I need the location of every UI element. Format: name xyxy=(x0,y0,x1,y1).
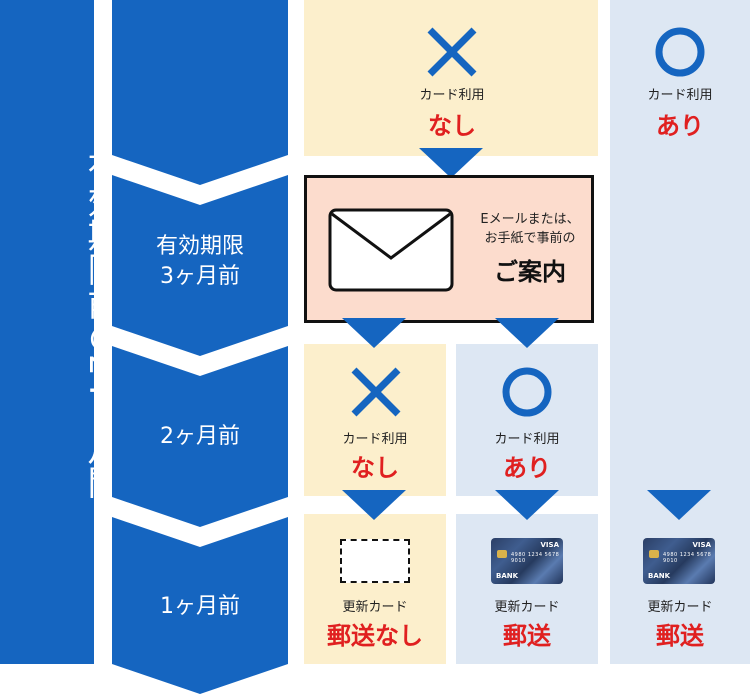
panel-no-use-mid xyxy=(304,344,446,496)
renewal-card-label: 更新カード xyxy=(494,600,560,615)
timeline-step-3 xyxy=(112,346,288,527)
notice-text: Eメールまたは、 お手紙で事前の ご案内 xyxy=(470,208,590,287)
envelope-icon xyxy=(328,208,454,292)
arrow-down-icon xyxy=(342,318,406,348)
card-use-none-value: なし xyxy=(428,112,476,140)
card-use-label: カード利用 xyxy=(419,88,485,103)
card-chip xyxy=(497,550,507,558)
card-use-yes-value: あり xyxy=(656,112,704,140)
no-card-placeholder-icon xyxy=(340,539,410,583)
card-use-label: カード利用 xyxy=(647,88,713,103)
card-use-label: カード利用 xyxy=(342,432,408,447)
renewal-no-mail-value: 郵送なし xyxy=(327,622,423,650)
timeline-step-1 xyxy=(112,0,288,185)
cross-mark-icon xyxy=(351,367,401,417)
notice-title: ご案内 xyxy=(494,258,566,286)
notice-line1: Eメールまたは、 xyxy=(480,212,580,227)
timeline-chevrons xyxy=(112,0,288,694)
cross-mark-icon xyxy=(427,27,477,77)
card-brand: VISA xyxy=(540,541,559,549)
arrow-down-icon xyxy=(647,490,711,520)
card-number: 4980 1234 5678 9010 xyxy=(663,552,712,564)
card-number: 4980 1234 5678 9010 xyxy=(511,552,560,564)
timeline-label-1month: 1ヶ月前 xyxy=(160,594,240,619)
renewal-card-label: 更新カード xyxy=(647,600,713,615)
credit-card-icon: VISA 4980 1234 5678 9010 BANK xyxy=(491,538,563,584)
timeline-step-4 xyxy=(112,517,288,694)
card-bank: BANK xyxy=(648,572,671,580)
card-use-yes-value: あり xyxy=(503,454,551,482)
timeline-label-line2: 3ヶ月前 xyxy=(160,264,240,289)
card-use-none-value: なし xyxy=(351,454,399,482)
timeline-label-3months: 有効期限 3ヶ月前 xyxy=(112,232,288,292)
renewal-mail-value: 郵送 xyxy=(503,622,551,650)
credit-card-icon: VISA 4980 1234 5678 9010 BANK xyxy=(643,538,715,584)
arrow-down-icon xyxy=(419,148,483,178)
timeline-label-line1: 有効期限 xyxy=(155,234,244,259)
panel-no-use-top xyxy=(304,0,598,156)
circle-mark-icon xyxy=(655,27,705,77)
card-bank: BANK xyxy=(496,572,519,580)
arrow-down-icon xyxy=(342,490,406,520)
card-chip xyxy=(649,550,659,558)
timeline-step-2 xyxy=(112,175,288,356)
card-brand: VISA xyxy=(692,541,711,549)
renewal-mail-value: 郵送 xyxy=(656,622,704,650)
arrow-down-icon xyxy=(495,490,559,520)
period-label: 有効期限前の24ヶ月間 xyxy=(81,150,121,500)
arrow-down-icon xyxy=(495,318,559,348)
renewal-card-label: 更新カード xyxy=(342,600,408,615)
period-bar xyxy=(0,0,94,664)
card-use-label: カード利用 xyxy=(494,432,560,447)
notice-line2: お手紙で事前の xyxy=(484,231,576,246)
circle-mark-icon xyxy=(502,367,552,417)
timeline-label-2months: 2ヶ月前 xyxy=(160,424,240,449)
